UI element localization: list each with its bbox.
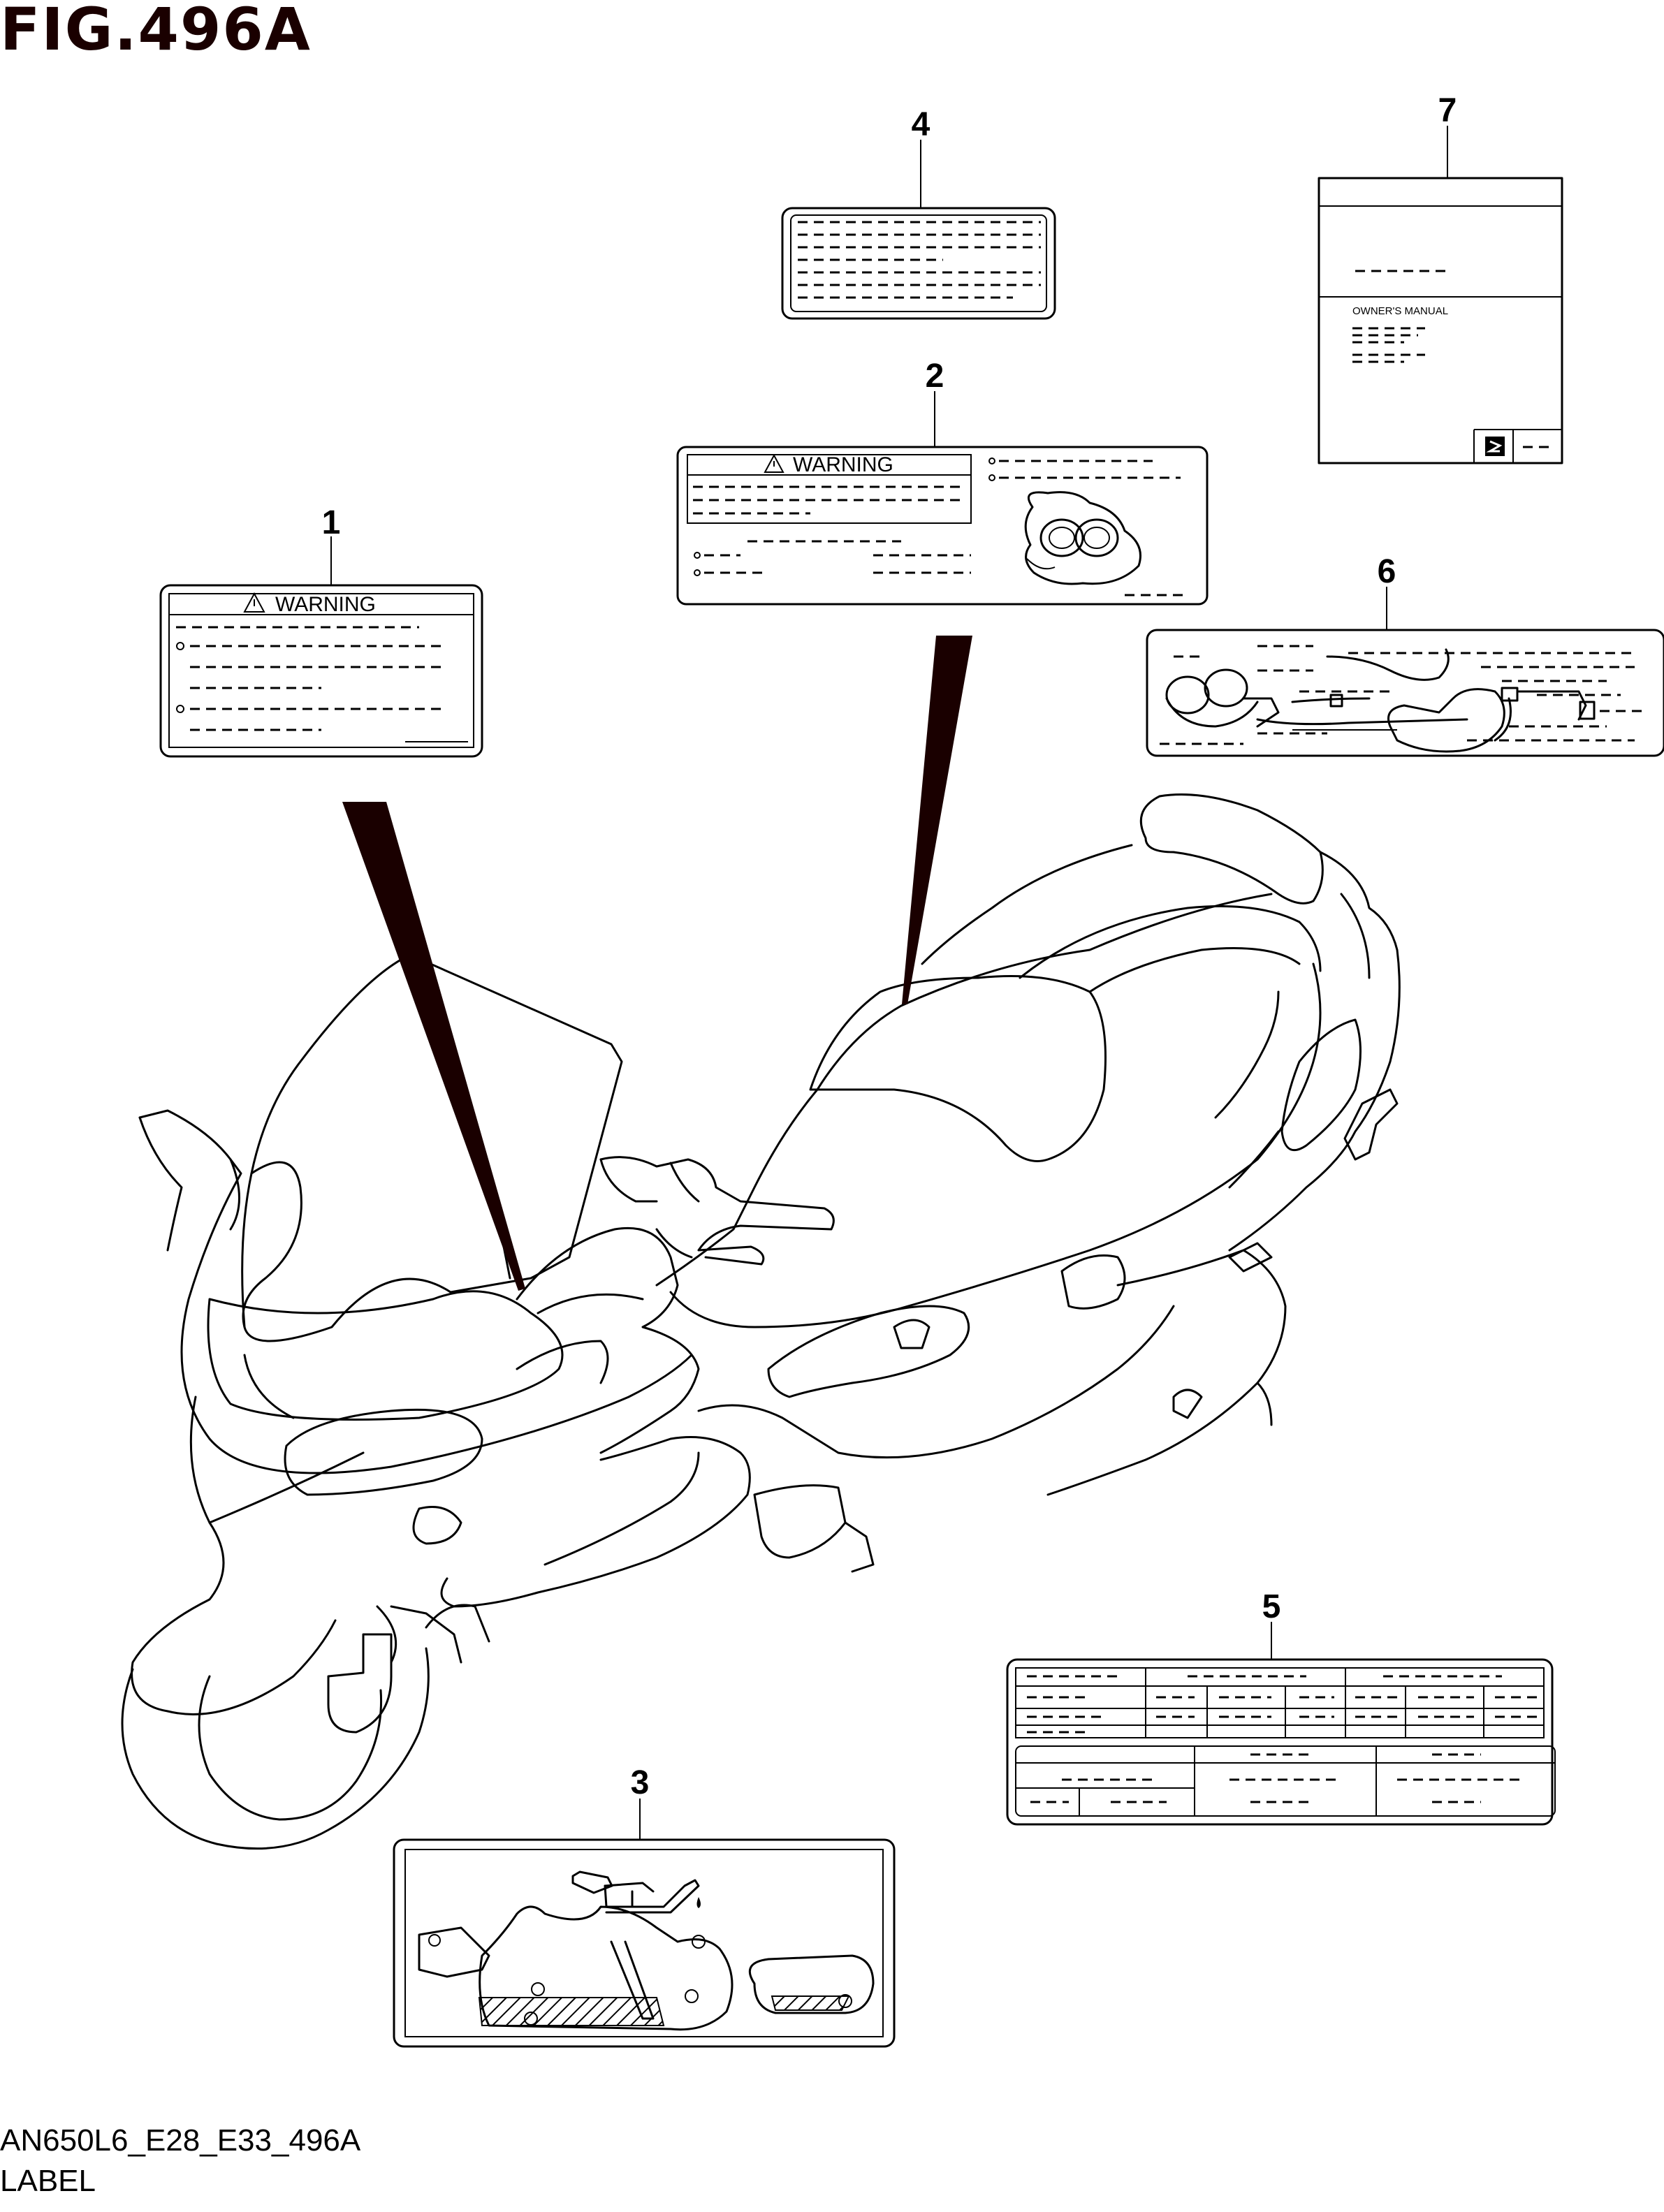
manual-text: OWNER'S MANUAL — [1352, 305, 1448, 317]
figure-title: FIG.496A — [0, 0, 312, 64]
label-1: 1 WARNING — [159, 504, 483, 758]
label-6: 6 — [1146, 553, 1664, 757]
warning-text-1: WARNING — [275, 593, 376, 616]
label-4: 4 — [781, 106, 1056, 320]
callout-6: 6 — [1378, 553, 1396, 590]
callout-3: 3 — [631, 1764, 650, 1801]
label-3: 3 — [393, 1764, 896, 2048]
label-2: 2 WARNING — [676, 358, 1209, 606]
pointer-wedges — [342, 636, 972, 1291]
suzuki-logo-icon — [1485, 437, 1505, 456]
section-name: LABEL — [0, 2164, 96, 2198]
pointer-wedge-1 — [342, 802, 525, 1291]
callout-5: 5 — [1262, 1588, 1281, 1625]
warning-text-2: WARNING — [793, 453, 893, 476]
callout-7: 7 — [1438, 92, 1457, 129]
callout-4: 4 — [912, 106, 930, 143]
label-7: 7 OWNER'S MANUAL — [1318, 92, 1563, 464]
model-code: AN650L6_E28_E33_496A — [0, 2123, 361, 2158]
oil-can-icon — [571, 1870, 701, 1914]
label-5: 5 — [1006, 1588, 1556, 1826]
callout-2: 2 — [926, 358, 944, 395]
scooter-illustration — [121, 793, 1401, 1850]
callout-1: 1 — [322, 504, 341, 541]
pointer-wedge-2 — [902, 636, 972, 1004]
